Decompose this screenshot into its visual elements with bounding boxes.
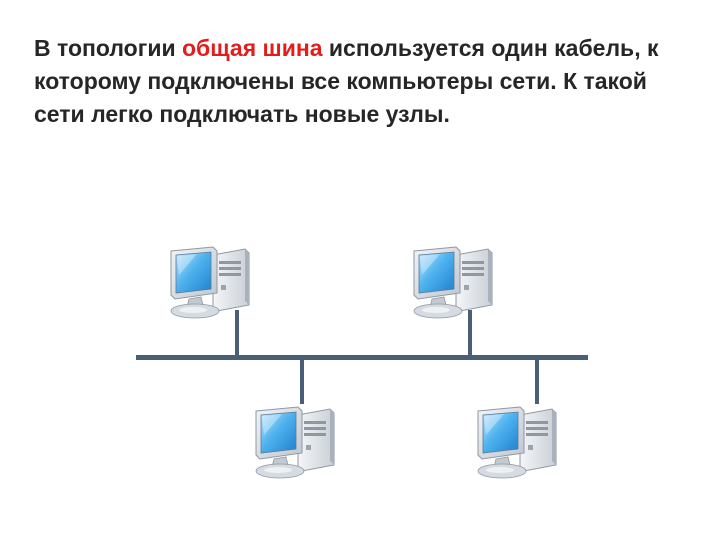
text-before: В топологии [34,35,182,61]
highlight-term: общая шина [181,35,323,61]
computer-icon [255,406,335,479]
computer-icon [477,406,557,479]
slide-paragraph: В топологии общая шина используется один… [34,32,694,131]
computer-icon [413,246,493,319]
computer-icon [170,246,250,319]
text-after: используется один кабель, к которому под… [34,35,659,127]
bus-cable [136,355,588,360]
